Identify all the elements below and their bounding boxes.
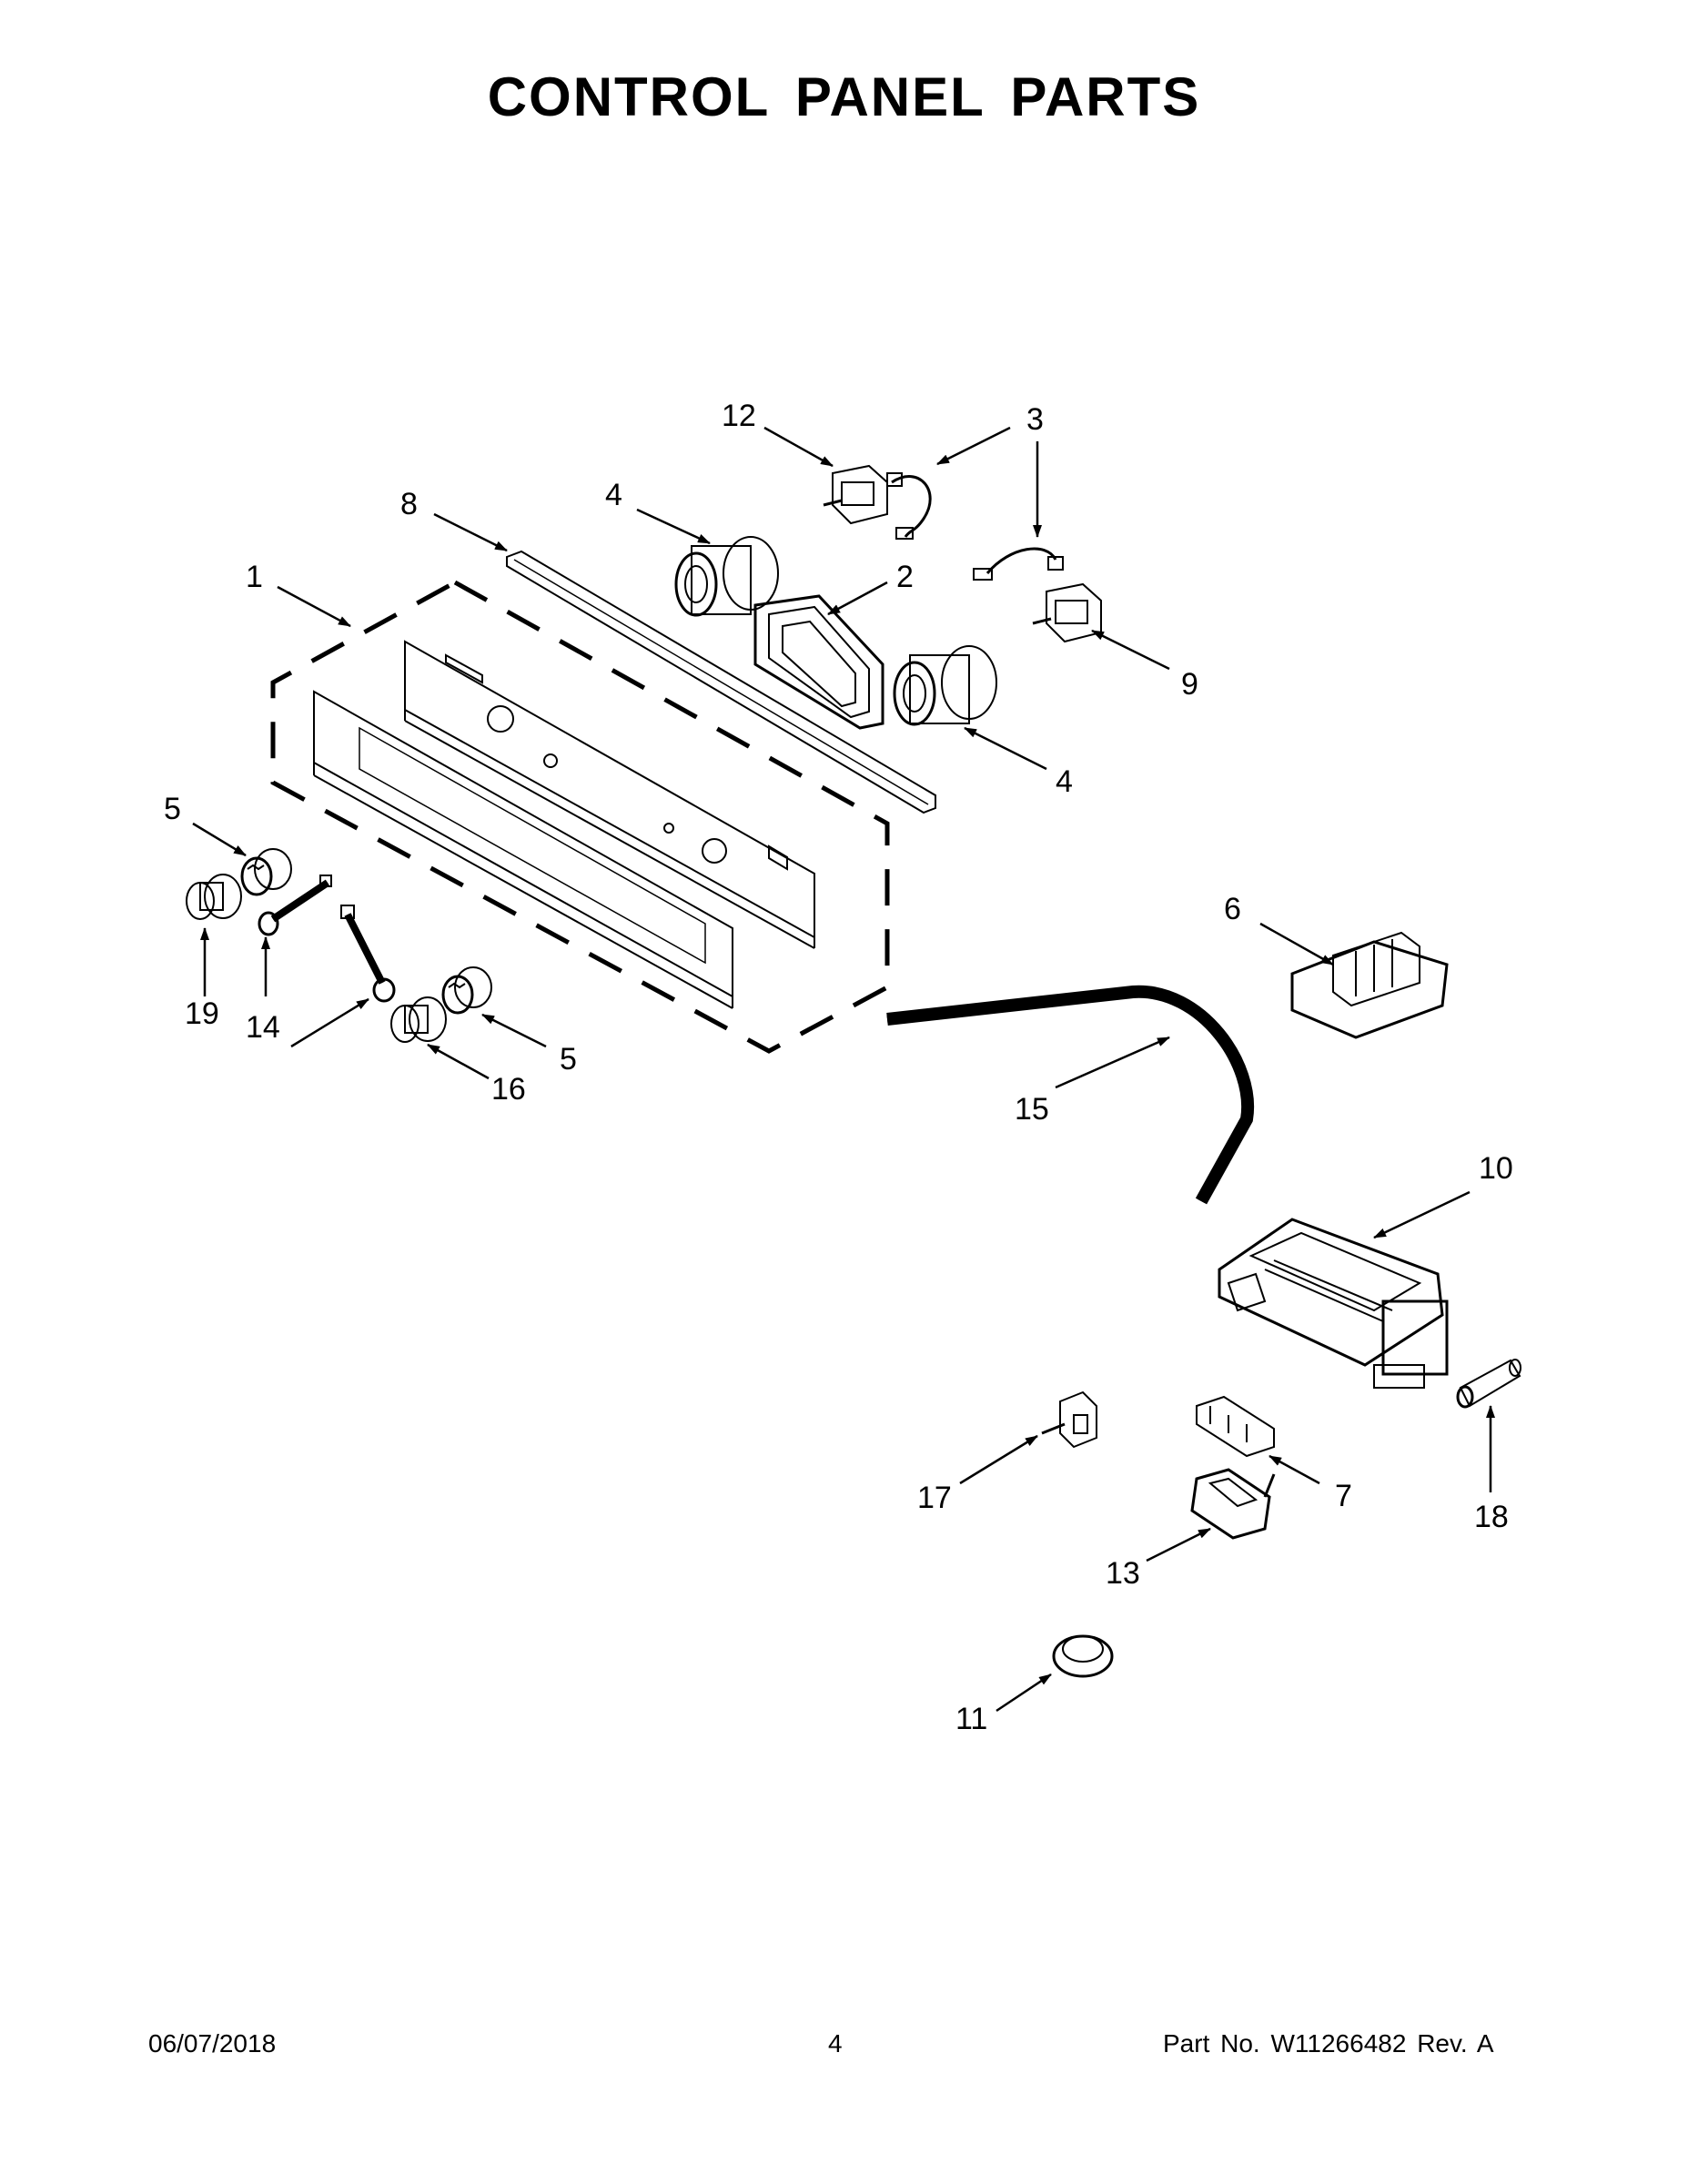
callout-8: 8 [400, 487, 418, 521]
callout-7: 7 [1335, 1479, 1352, 1513]
arrow-14-right [290, 997, 369, 1048]
arrow-10 [1373, 1190, 1471, 1239]
arrow-1 [277, 585, 351, 628]
arrow-9 [1091, 629, 1170, 671]
callout-4-lower: 4 [1056, 764, 1073, 799]
part-11-grommet [1052, 1634, 1114, 1678]
callout-16: 16 [491, 1072, 526, 1107]
callout-13: 13 [1106, 1556, 1140, 1591]
part-4-knob-bushing-lower [893, 645, 997, 726]
callout-4-upper: 4 [605, 478, 622, 512]
arrow-7 [1269, 1454, 1320, 1485]
part-5-knob-bezel-upper [240, 848, 292, 896]
part-2-display-module [753, 594, 884, 730]
callout-2: 2 [896, 560, 914, 594]
callout-3: 3 [1026, 402, 1044, 437]
part-19-knob [186, 874, 242, 920]
arrow-5-upper [192, 822, 247, 857]
leader-arrows [192, 426, 1495, 1713]
part-16-knob [390, 996, 447, 1043]
arrow-17 [959, 1434, 1038, 1485]
footer-part-number: Part No. W11266482 Rev. A [1163, 2029, 1494, 2058]
callout-11: 11 [955, 1702, 987, 1736]
callout-5-lower: 5 [560, 1042, 577, 1077]
part-5-knob-bezel-lower [441, 966, 492, 1015]
arrow-16 [427, 1043, 490, 1080]
page-title: CONTROL PANEL PARTS [487, 66, 1201, 127]
arrow-11 [996, 1673, 1052, 1713]
callout-18: 18 [1474, 1500, 1509, 1534]
footer-date: 06/07/2018 [148, 2029, 277, 2058]
arrow-8 [433, 512, 508, 552]
part-14-shaft-extension [258, 875, 332, 936]
part-4-knob-bushing-upper [674, 536, 779, 617]
part-9-switch [1032, 582, 1102, 643]
arrow-4-lower [964, 726, 1047, 771]
callout-19: 19 [185, 996, 219, 1031]
arrow-4-upper [636, 508, 711, 545]
part-15-gasket-strip [886, 985, 1255, 1205]
callout-17: 17 [917, 1481, 952, 1515]
arrow-2 [827, 581, 888, 616]
part-1-control-panel-assembly [270, 580, 890, 1054]
arrow-12 [763, 426, 834, 468]
callout-6: 6 [1224, 892, 1241, 926]
callout-12: 12 [722, 399, 756, 433]
callout-14: 14 [246, 1010, 280, 1045]
part-10-transformer-assembly [1218, 1218, 1449, 1389]
callout-1: 1 [246, 560, 263, 594]
part-17-switch-actuator [1041, 1390, 1097, 1449]
arrow-15 [1055, 1036, 1170, 1089]
part-3-wire-harness [886, 472, 1064, 581]
arrow-3-upper [936, 426, 1011, 466]
part-14-shaft-extension-second [340, 905, 396, 1003]
callout-5-upper: 5 [164, 792, 181, 826]
arrow-13 [1146, 1527, 1211, 1562]
arrow-6 [1259, 922, 1334, 966]
part-12-switch [823, 464, 888, 525]
callout-10: 10 [1479, 1151, 1513, 1186]
part-6-terminal-block [1290, 931, 1449, 1039]
callout-15: 15 [1015, 1092, 1049, 1127]
arrow-5-lower [481, 1013, 547, 1048]
footer-page-number: 4 [828, 2029, 843, 2058]
part-8-trim-strip [506, 550, 936, 814]
part-13-sensor [1190, 1468, 1276, 1540]
part-18-cylinder-fuse [1456, 1359, 1521, 1409]
callout-labels: 1 2 3 4 4 5 5 6 7 8 9 10 11 12 13 14 15 … [164, 399, 1513, 1736]
callout-9: 9 [1181, 667, 1198, 702]
part-7-terminal-strip [1196, 1395, 1275, 1458]
